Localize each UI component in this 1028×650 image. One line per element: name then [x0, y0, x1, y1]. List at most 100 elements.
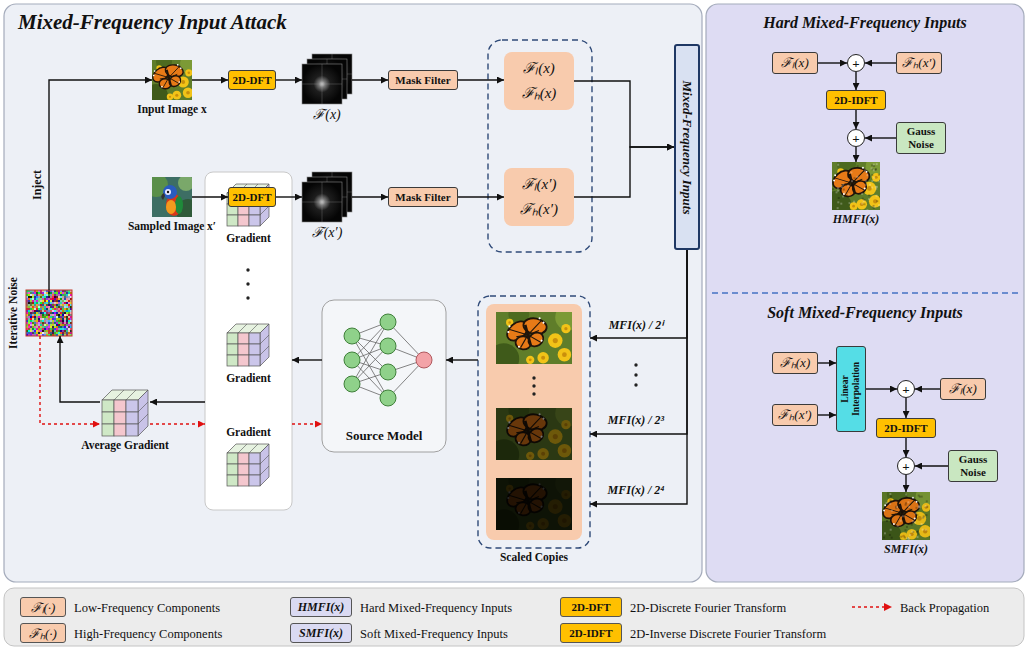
- illustration-shape: [46, 304, 48, 306]
- illustration-shape: [62, 296, 64, 298]
- illustration-shape: [28, 314, 30, 316]
- illustration-shape: [28, 320, 30, 322]
- figure-part: ℱₗ(x): [773, 53, 817, 73]
- illustration-shape: [68, 306, 70, 308]
- illustration-shape: [838, 197, 840, 199]
- legend-swatch: ℱₗ(·): [20, 597, 66, 617]
- illustration-shape: [837, 187, 839, 189]
- illustration-shape: [28, 310, 30, 312]
- edge-label: MFI(x) / 2³: [608, 413, 664, 428]
- illustration-shape: [64, 306, 66, 308]
- illustration-shape: [38, 306, 40, 308]
- illustration-shape: [66, 328, 68, 330]
- illustration-shape: [42, 318, 44, 320]
- illustration-shape: [60, 306, 62, 308]
- illustration-shape: [227, 475, 238, 486]
- illustration-shape: [865, 184, 867, 186]
- illustration-shape: [864, 203, 866, 205]
- photo-illustration: [882, 492, 930, 540]
- illustration-shape: [68, 302, 70, 304]
- illustration-shape: [905, 529, 907, 531]
- illustration-shape: [66, 320, 68, 322]
- legend-symbol: ℱₕ(·): [29, 624, 57, 642]
- illustration-shape: [62, 324, 64, 326]
- illustration-shape: [873, 177, 875, 179]
- illustration-shape: [62, 300, 64, 302]
- illustration-shape: [48, 300, 50, 302]
- node-text: Gauss Noise: [900, 125, 942, 150]
- illustration-shape: [36, 302, 38, 304]
- illustration-dot: [380, 364, 396, 380]
- illustration-shape: [907, 501, 909, 503]
- illustration-line: [138, 414, 148, 424]
- illustration-shape: [54, 298, 56, 300]
- node-text: +: [852, 132, 859, 145]
- node-text: Mixed-Frequency Inputs: [680, 48, 695, 246]
- node-text: ℱₗ(x′): [522, 176, 557, 193]
- illustration-shape: [58, 298, 60, 300]
- node-text: ℱₕ(x): [780, 356, 810, 371]
- figure-part: Average Gradient: [40, 439, 210, 452]
- illustration-shape: [873, 165, 875, 167]
- illustration-shape: [912, 498, 914, 500]
- illustration-shape: [32, 314, 34, 316]
- illustration-shape: [68, 320, 70, 322]
- illustration-shape: [853, 177, 855, 179]
- legend-text: 2D-Inverse Discrete Fourier Transform: [630, 627, 826, 641]
- neural-network-icon: [344, 314, 432, 406]
- noise-node: Iterative Noise: [26, 290, 72, 336]
- flow-arrow: [352, 196, 388, 197]
- illustration-shape: [28, 330, 30, 332]
- illustration-shape: [875, 188, 877, 190]
- illustration-shape: [68, 314, 70, 316]
- illustration-line: [260, 466, 269, 475]
- illustration-shape: [44, 304, 46, 306]
- figure-part: ℱₗ(x)ℱₕ(x): [504, 52, 574, 110]
- figure-part: ℱₕ(x): [773, 353, 817, 373]
- illustration-shape: [34, 306, 36, 308]
- frequency-box: ℱₕ(x): [772, 352, 818, 374]
- illustration-shape: [856, 176, 858, 178]
- flow-arrow: [865, 62, 896, 63]
- illustration-shape: [68, 318, 70, 320]
- node-text: Gauss Noise: [952, 453, 994, 478]
- illustration-dot: [380, 390, 396, 406]
- illustration-dot: [175, 94, 178, 97]
- illustration-shape: [42, 314, 44, 316]
- illustration-shape: [911, 531, 913, 533]
- illustration-shape: [38, 304, 40, 306]
- illustration-shape: [46, 296, 48, 298]
- node-text: HMFI(x): [833, 212, 880, 226]
- illustration-shape: [60, 318, 62, 320]
- illustration-shape: [28, 322, 30, 324]
- illustration-shape: [48, 294, 50, 296]
- illustration-shape: [28, 298, 30, 300]
- illustration-shape: [496, 478, 572, 530]
- illustration-shape: [40, 328, 42, 330]
- illustration-dot: [508, 325, 511, 328]
- illustration-shape: [66, 300, 68, 302]
- illustration-shape: [889, 503, 891, 505]
- legend-text-holder: 2D-Discrete Fourier Transform: [630, 597, 786, 617]
- illustration-shape: [875, 168, 877, 170]
- illustration-shape: [68, 332, 70, 334]
- illustration-shape: [871, 180, 873, 182]
- spectrum-node: ℱ(x): [302, 54, 352, 104]
- flow-arrow: [818, 62, 847, 63]
- illustration-shape: [40, 324, 42, 326]
- figure-part: Gradient: [195, 232, 302, 245]
- illustration-shape: [56, 298, 58, 300]
- dashed-group: [478, 296, 590, 548]
- figure-part: ℱₕ(x′): [897, 53, 941, 73]
- illustration-shape: [50, 310, 52, 312]
- illustration-dot: [181, 80, 185, 84]
- backprop-sample: [852, 597, 892, 617]
- illustration-shape: [42, 316, 44, 318]
- frequency-box: ℱₗ(x): [772, 52, 818, 74]
- illustration-shape: [36, 324, 38, 326]
- illustration-dot: [165, 189, 171, 195]
- illustration-shape: [42, 292, 44, 294]
- illustration-shape: [899, 513, 901, 515]
- illustration-shape: [28, 300, 30, 302]
- photo-illustration: [152, 177, 192, 217]
